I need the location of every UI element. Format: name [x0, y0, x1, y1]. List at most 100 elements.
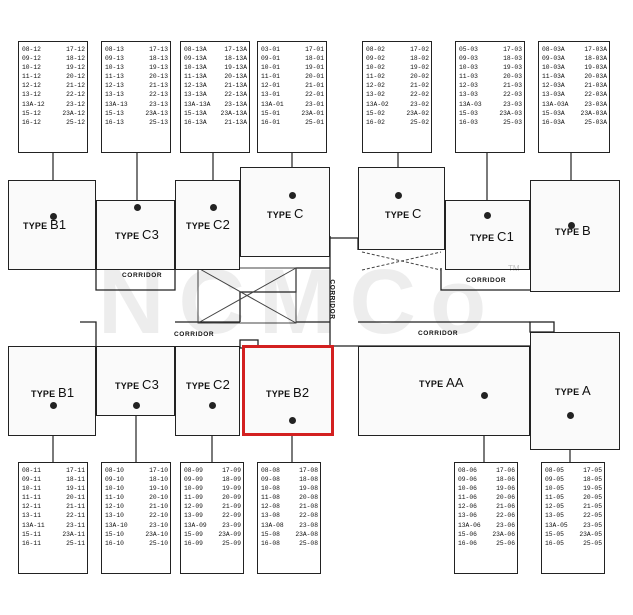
unit-number: 23A-06: [492, 530, 515, 538]
unit-number: 12-05: [545, 503, 564, 511]
unit-number: 25-02: [410, 118, 429, 126]
unit-number: 23A-03: [499, 109, 522, 117]
unit-number: 22-05: [583, 512, 602, 520]
unit-number: 17-12: [66, 46, 85, 53]
unit-marker-dot: [395, 192, 402, 199]
unit-number: 12-03: [459, 82, 478, 90]
unit-marker-dot: [134, 204, 141, 211]
unit-number: 23A-01: [301, 109, 324, 117]
unit-number: 15-01: [261, 109, 280, 117]
unit-number: 13A-02: [366, 100, 389, 108]
unit-number: 11-02: [366, 73, 385, 81]
unit-number: 18-01: [305, 55, 324, 63]
unit-number: 08-11: [22, 467, 41, 474]
unit-number: 05-03: [459, 46, 478, 53]
unit-number: 23A-13A: [220, 109, 247, 117]
unit-label: TYPE AA: [419, 375, 464, 390]
unit-number: 16-03: [459, 118, 478, 126]
unit-number: 23A-13: [145, 109, 168, 117]
unit-type-c2-bottom[interactable]: TYPE C2: [175, 346, 240, 436]
unit-type-aa-bottom[interactable]: TYPE AA: [358, 346, 530, 436]
unit-label: TYPE B1: [23, 217, 67, 232]
unit-number: 11-12: [22, 73, 41, 81]
stack-row: 16-02 25-02: [366, 118, 429, 127]
unit-number: 08-09: [184, 467, 203, 474]
unit-number: 25-13: [149, 118, 168, 126]
unit-label: TYPE C: [267, 206, 304, 221]
unit-number: 12-09: [184, 503, 203, 511]
unit-number: 09-13A: [184, 55, 207, 63]
unit-number: 17-05: [583, 467, 602, 474]
unit-number: 22-12: [66, 91, 85, 99]
unit-type-c-top-left[interactable]: TYPE C: [240, 167, 330, 257]
unit-number: 16-11: [22, 539, 41, 547]
unit-number: 15-05: [545, 530, 564, 538]
unit-number: 12-01: [261, 82, 280, 90]
unit-type-b-top[interactable]: TYPE B: [530, 180, 620, 292]
unit-number: 21-11: [66, 503, 85, 511]
unit-type-c1-top[interactable]: TYPE C1: [445, 200, 530, 270]
unit-number: 22-11: [66, 512, 85, 520]
unit-number: 15-10: [105, 530, 124, 538]
unit-number: 10-09: [184, 485, 203, 493]
unit-number: 22-13A: [224, 91, 247, 99]
unit-number: 16-02: [366, 118, 385, 126]
unit-type-b1-top[interactable]: TYPE B1: [8, 180, 96, 270]
unit-type-a-bottom[interactable]: TYPE A: [530, 332, 620, 450]
unit-number: 19-12: [66, 64, 85, 72]
unit-number: 21-01: [305, 82, 324, 90]
unit-number: 21-02: [410, 82, 429, 90]
unit-number: 08-03A: [542, 46, 565, 53]
unit-number: 23-09: [222, 521, 241, 529]
unit-type-b1-bottom[interactable]: TYPE B1: [8, 346, 96, 436]
unit-number: 09-03: [459, 55, 478, 63]
unit-number: 09-09: [184, 476, 203, 484]
unit-number: 23A-05: [579, 530, 602, 538]
unit-number: 09-13: [105, 55, 124, 63]
unit-number: 17-03: [503, 46, 522, 53]
unit-number: 17-13: [149, 46, 168, 53]
unit-type-c3-top[interactable]: TYPE C3: [96, 200, 175, 270]
unit-number: 19-02: [410, 64, 429, 72]
unit-number: 15-06: [458, 530, 477, 538]
unit-type-b2-bottom[interactable]: TYPE B2: [243, 346, 332, 434]
unit-marker-dot: [568, 222, 575, 229]
unit-number: 20-05: [583, 494, 602, 502]
unit-number: 13A-03A: [542, 100, 569, 108]
unit-type-c-top-right[interactable]: TYPE C: [358, 167, 445, 250]
unit-type-c2-top[interactable]: TYPE C2: [175, 180, 240, 270]
corridor-label: CORRIDOR: [418, 330, 459, 337]
unit-marker-dot: [133, 402, 140, 409]
unit-number: 16-13A: [184, 118, 207, 126]
unit-number: 13A-01: [261, 100, 284, 108]
unit-number: 22-10: [149, 512, 168, 520]
